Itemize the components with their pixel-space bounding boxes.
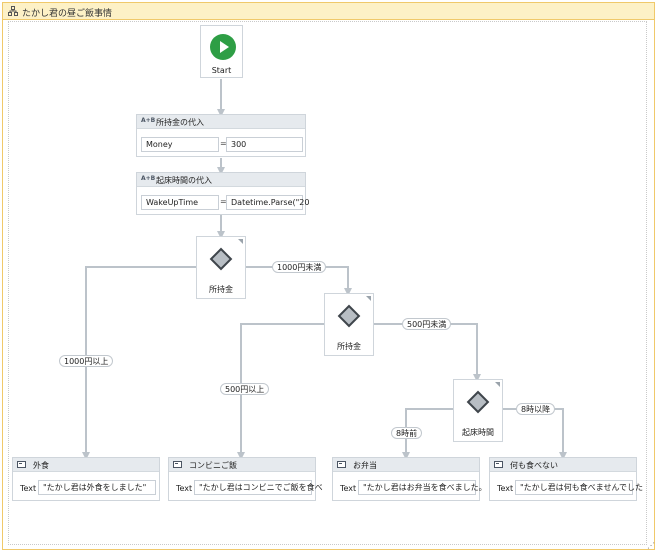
assign-money-equals: = bbox=[220, 139, 227, 148]
title-bar: たかし君の昼ご飯事情 bbox=[3, 3, 654, 20]
assign-money-header: A+B 所持金の代入 bbox=[137, 115, 305, 129]
activity-header: コンビニご飯 bbox=[169, 458, 315, 472]
activity-title: 外食 bbox=[33, 461, 49, 470]
activity-bento[interactable]: お弁当 Text "たかし君はお弁当を食べました。 bbox=[332, 457, 487, 501]
activity-header: 何も食べない bbox=[490, 458, 636, 472]
decision-money-1[interactable]: 所持金 bbox=[196, 236, 246, 299]
activity-eat-out[interactable]: 外食 Text "たかし君は外食をしました" bbox=[12, 457, 160, 501]
decision-money-2-label: 所持金 bbox=[337, 342, 361, 351]
branch-label-1000-under: 1000円未満 bbox=[272, 261, 327, 273]
decision-wakeup[interactable]: 起床時間 bbox=[453, 379, 503, 442]
activity-title: コンビニご飯 bbox=[189, 461, 237, 470]
flowchart-icon bbox=[8, 6, 18, 16]
activity-eat-nothing[interactable]: 何も食べない Text "たかし君は何も食べませんでした bbox=[489, 457, 643, 501]
text-field-label: Text bbox=[497, 484, 514, 493]
activity-header: 外食 bbox=[13, 458, 159, 472]
decision-diamond-icon bbox=[466, 390, 490, 414]
message-box-icon bbox=[494, 461, 503, 468]
text-input[interactable]: "たかし君はコンビニでご飯を食べ bbox=[194, 480, 323, 495]
text-input[interactable]: "たかし君は何も食べませんでした bbox=[515, 480, 643, 495]
activity-header: お弁当 bbox=[333, 458, 479, 472]
branch-label-before-8: 8時前 bbox=[391, 427, 423, 439]
assign-icon: A+B bbox=[141, 175, 156, 182]
activity-title: お弁当 bbox=[353, 461, 377, 470]
assign-icon: A+B bbox=[141, 117, 156, 124]
activity-title: 何も食べない bbox=[510, 461, 558, 470]
start-play-icon bbox=[210, 34, 236, 60]
flowchart-canvas[interactable] bbox=[8, 21, 647, 545]
decision-money-2[interactable]: 所持金 bbox=[324, 293, 374, 356]
assign-money-activity[interactable]: A+B 所持金の代入 Money = 300 bbox=[136, 114, 306, 157]
assign-money-title: 所持金の代入 bbox=[156, 118, 204, 127]
text-input[interactable]: "たかし君はお弁当を食べました。 bbox=[358, 480, 487, 495]
activity-convenience-store[interactable]: コンビニご飯 Text "たかし君はコンビニでご飯を食べ bbox=[168, 457, 323, 501]
assign-money-variable-field[interactable]: Money bbox=[141, 137, 219, 152]
decision-diamond-icon bbox=[337, 304, 361, 328]
message-box-icon bbox=[17, 461, 26, 468]
message-box-icon bbox=[173, 461, 182, 468]
assign-wakeup-title: 起床時間の代入 bbox=[156, 176, 212, 185]
start-label: Start bbox=[211, 66, 232, 75]
text-field-label: Text bbox=[176, 484, 193, 493]
message-box-icon bbox=[337, 461, 346, 468]
text-field-label: Text bbox=[340, 484, 357, 493]
start-node[interactable]: Start bbox=[200, 25, 243, 78]
assign-wakeup-value-field[interactable]: Datetime.Parse("20 bbox=[226, 195, 309, 210]
decision-diamond-icon bbox=[209, 247, 233, 271]
branch-label-1000-over: 1000円以上 bbox=[59, 355, 114, 367]
branch-label-500-under: 500円未満 bbox=[402, 318, 452, 330]
assign-money-value-field[interactable]: 300 bbox=[226, 137, 303, 152]
assign-wakeup-header: A+B 起床時間の代入 bbox=[137, 173, 305, 187]
decision-wakeup-label: 起床時間 bbox=[462, 428, 494, 437]
branch-label-after-8: 8時以降 bbox=[516, 403, 556, 415]
assign-wakeup-variable-field[interactable]: WakeUpTime bbox=[141, 195, 219, 210]
text-input[interactable]: "たかし君は外食をしました" bbox=[38, 480, 156, 495]
branch-label-500-over: 500円以上 bbox=[220, 383, 270, 395]
assign-wakeup-equals: = bbox=[220, 197, 227, 206]
resize-grip-icon[interactable]: ⋰ bbox=[647, 541, 655, 550]
window-title: たかし君の昼ご飯事情 bbox=[22, 9, 113, 19]
assign-wakeup-activity[interactable]: A+B 起床時間の代入 WakeUpTime = Datetime.Parse(… bbox=[136, 172, 309, 215]
text-field-label: Text bbox=[20, 484, 37, 493]
decision-money-1-label: 所持金 bbox=[209, 285, 233, 294]
